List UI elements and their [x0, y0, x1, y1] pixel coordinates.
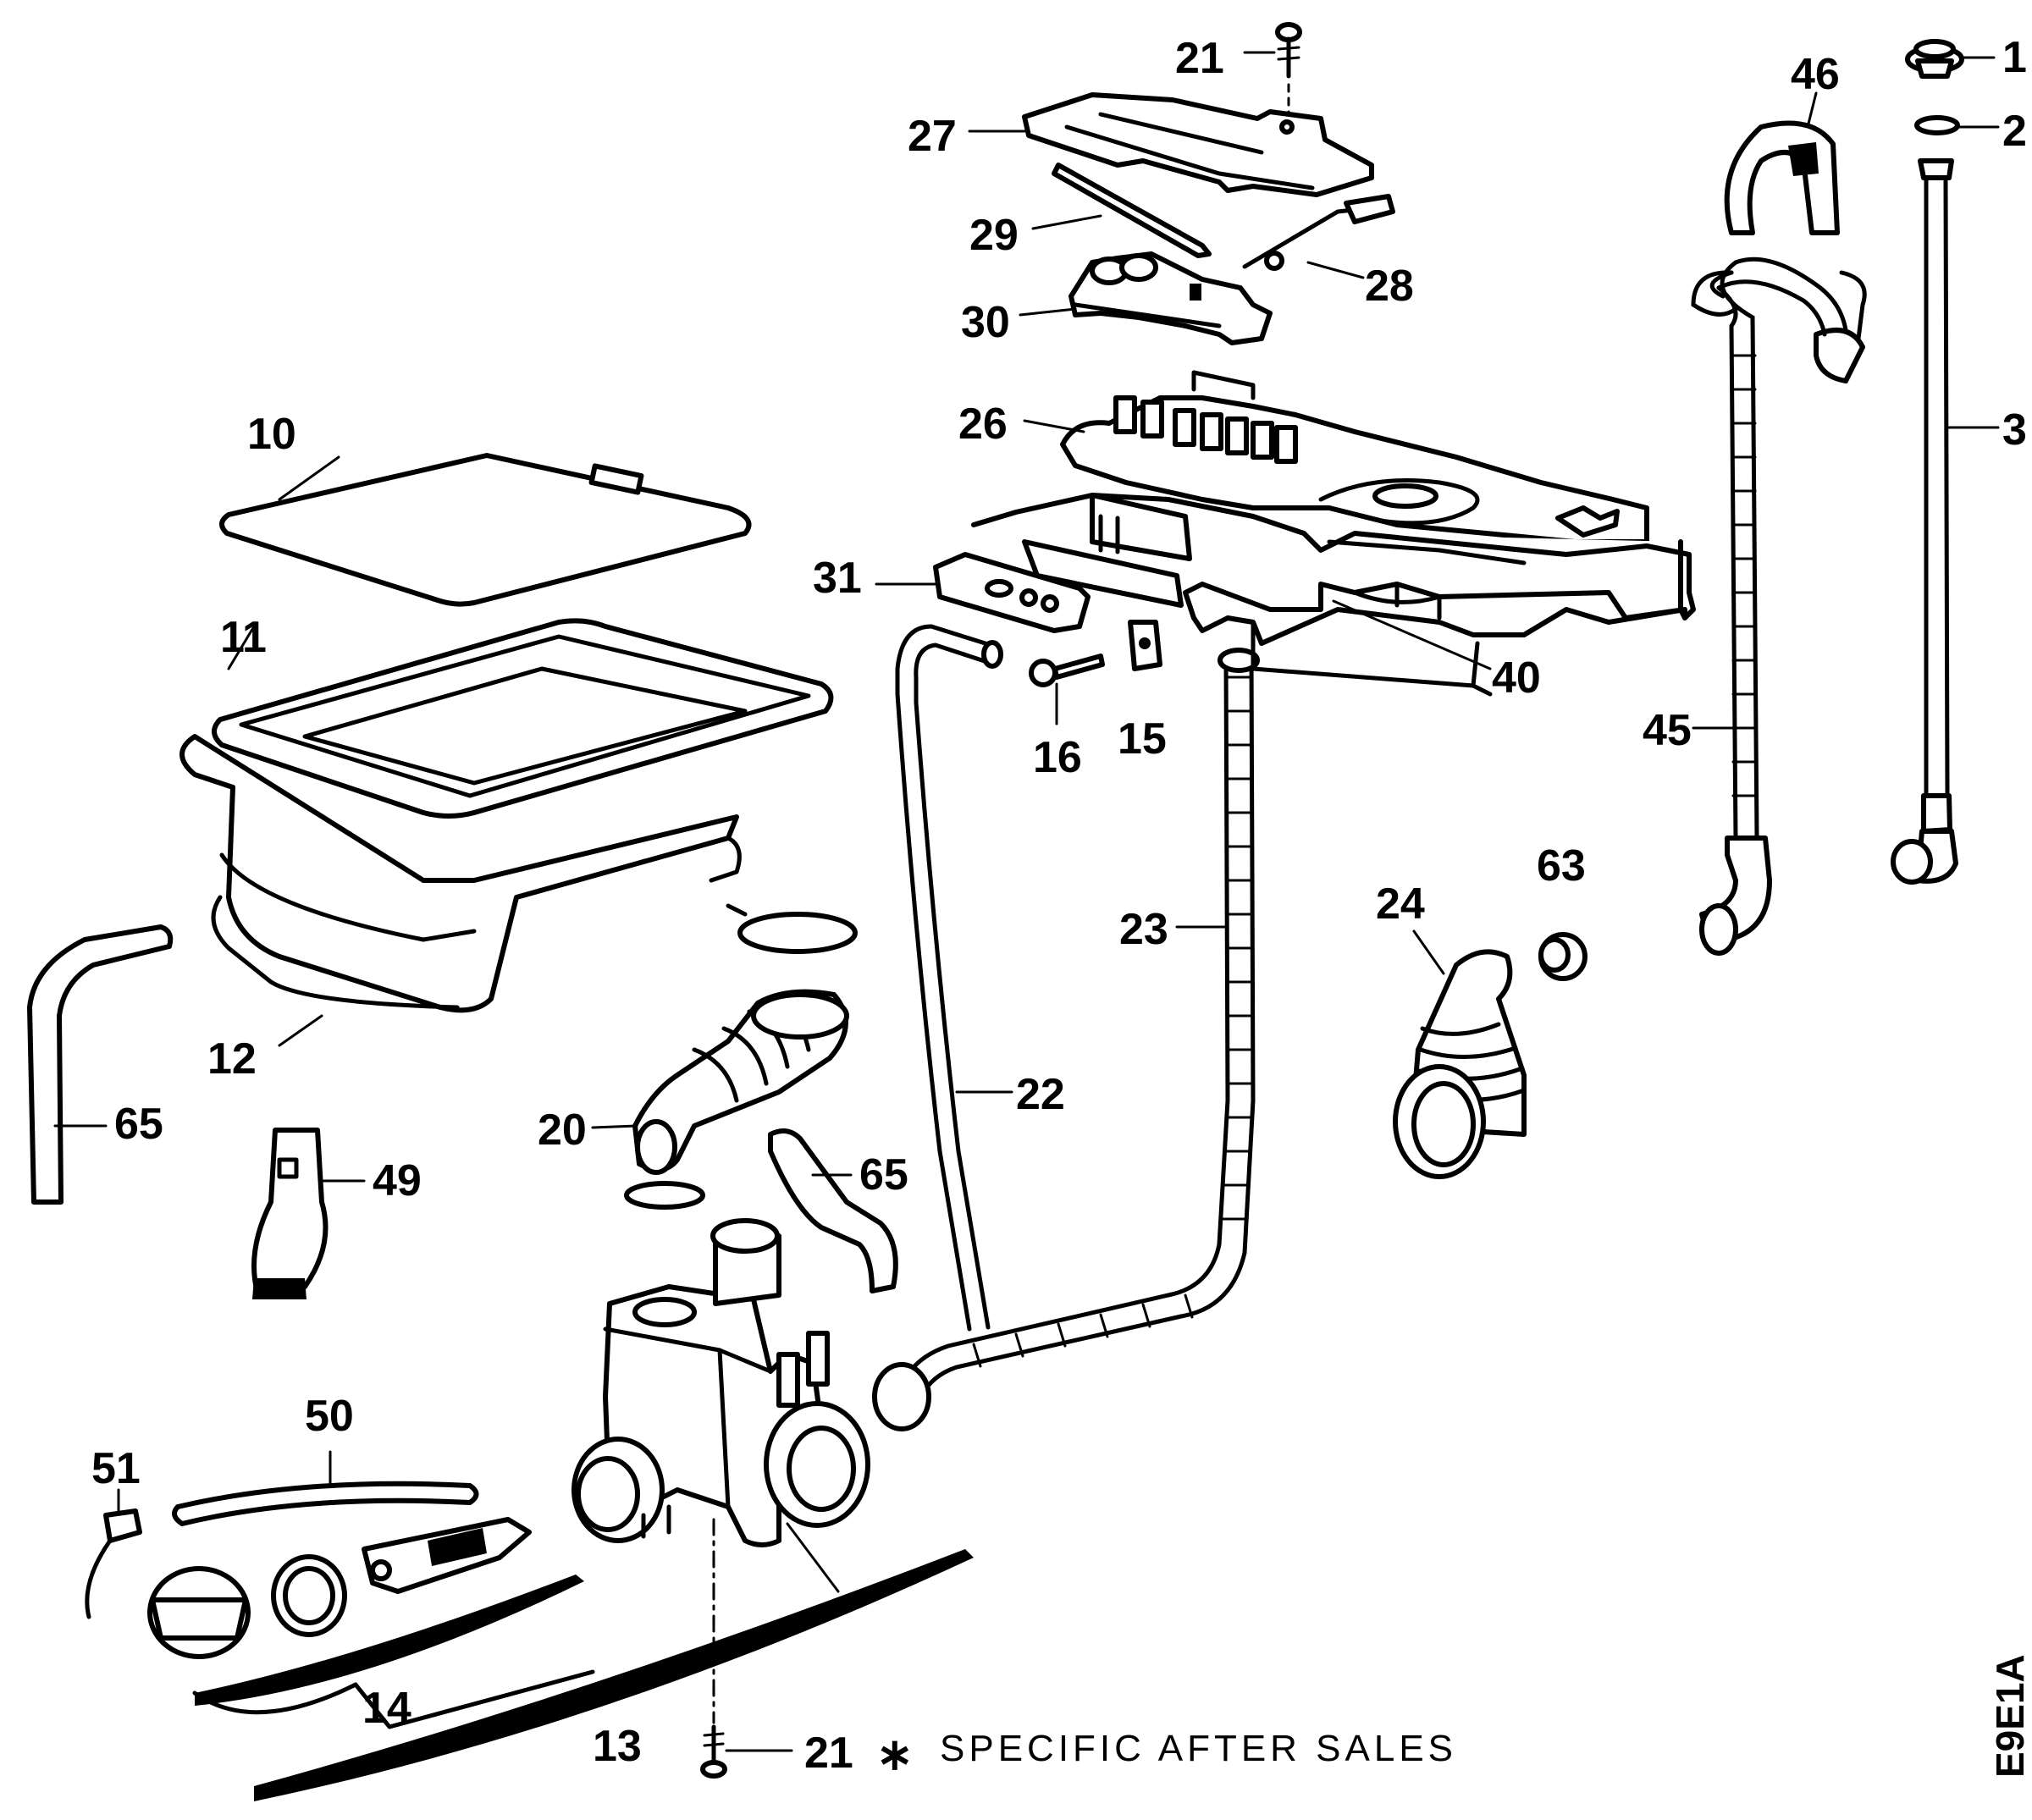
leader-29 [1031, 214, 1102, 230]
part-40-base-tray [971, 493, 1696, 697]
label-21-top: 21 [1175, 34, 1224, 83]
part-45-drain-hose [1691, 256, 1867, 956]
part-3-inlet-hose [1891, 158, 1958, 885]
label-65-left: 65 [114, 1100, 163, 1149]
label-20: 20 [538, 1106, 587, 1155]
label-23: 23 [1119, 905, 1168, 954]
part-16-screw [1029, 654, 1105, 687]
label-30: 30 [961, 298, 1010, 347]
part-65-middle-hose [768, 1128, 898, 1293]
leader-13 [786, 1522, 840, 1593]
part-24-bellows [1393, 949, 1527, 1179]
label-63: 63 [1537, 841, 1586, 891]
label-2: 2 [2002, 107, 2027, 156]
part-2-washer [1914, 115, 1960, 135]
part-1-cap [1905, 39, 1964, 79]
label-13: 13 [593, 1722, 642, 1771]
part-10-lid-panel [219, 453, 752, 607]
part-31-panel [933, 552, 1091, 633]
part-65-left-hose [27, 924, 174, 1205]
label-21-bottom: 21 [804, 1729, 853, 1778]
label-14: 14 [362, 1684, 411, 1733]
leader-46 [1806, 91, 1818, 129]
part-21-top-screw [1243, 22, 1302, 116]
label-51: 51 [91, 1444, 141, 1493]
label-15: 15 [1118, 714, 1167, 764]
leader-26 [1023, 419, 1085, 433]
leader-20 [591, 1124, 638, 1129]
label-45: 45 [1643, 706, 1692, 755]
part-26-control-board [1060, 370, 1649, 544]
label-10: 10 [247, 410, 296, 459]
label-28: 28 [1365, 262, 1414, 311]
label-16: 16 [1033, 733, 1082, 782]
part-46-hose-guide [1724, 120, 1840, 235]
label-46: 46 [1791, 50, 1840, 99]
label-31: 31 [813, 554, 862, 603]
leader-28 [1306, 261, 1365, 279]
label-22: 22 [1016, 1070, 1065, 1119]
part-50-tube [172, 1481, 479, 1526]
part-23-corrugated-hose [872, 648, 1260, 1431]
part-49-filter-clip [251, 1128, 329, 1299]
diagram-code: E9E1A [1988, 1654, 2032, 1778]
part-28-link [1242, 194, 1395, 271]
label-50: 50 [305, 1392, 354, 1441]
leader-40 [1332, 599, 1492, 670]
part-21-bottom-screw [700, 1518, 793, 1779]
label-26: 26 [958, 400, 1008, 449]
leader-12 [278, 1014, 323, 1047]
part-27-top-cover [1022, 92, 1374, 197]
part-14-filter-assembly [147, 1517, 974, 1801]
label-24: 24 [1376, 880, 1425, 929]
label-11: 11 [220, 613, 267, 662]
note-specific-after-sales: SPECIFIC AFTER SALES [940, 1728, 1457, 1769]
label-49: 49 [373, 1156, 422, 1205]
part-20-sump-hose [624, 903, 858, 1210]
label-12: 12 [207, 1034, 257, 1084]
label-1: 1 [2002, 33, 2027, 82]
leader-24 [1412, 929, 1445, 975]
note-asterisk: ∗ [876, 1730, 914, 1779]
part-29-rod [1052, 163, 1212, 258]
part-63-plug [1538, 932, 1588, 981]
part-22-long-hose [895, 624, 1003, 1332]
part-51-clip [85, 1488, 142, 1619]
label-27: 27 [908, 112, 957, 161]
label-29: 29 [969, 211, 1019, 260]
part-11-tub-gasket [179, 618, 834, 1013]
label-65-middle: 65 [859, 1150, 908, 1200]
part-30-switch-block [1068, 251, 1273, 345]
label-40: 40 [1492, 654, 1541, 703]
label-3: 3 [2002, 405, 2027, 455]
part-15-nut [1128, 620, 1162, 671]
leader-30 [1019, 307, 1077, 317]
part-13-pump-housing [572, 1218, 870, 1547]
